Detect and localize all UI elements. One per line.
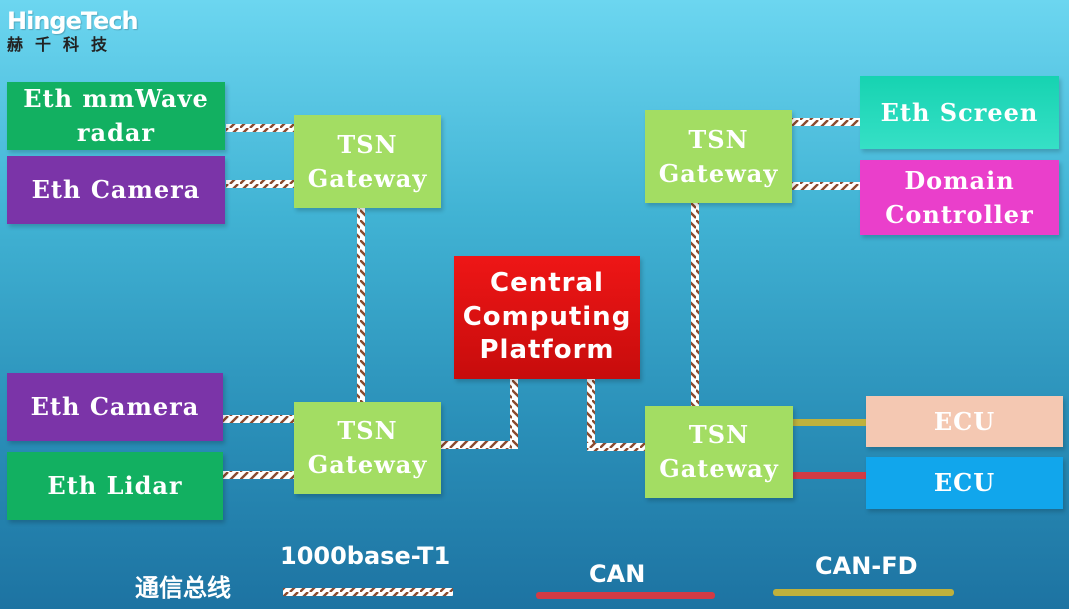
link-camera-tsn xyxy=(226,180,294,188)
node-eth-camera-top: Eth Camera xyxy=(7,156,225,224)
hingetech-logo: HingeTech 赫千科技 xyxy=(7,6,139,54)
link-tsn-domain xyxy=(792,182,860,190)
node-ecu-bottom: ECU xyxy=(866,457,1063,509)
logo-name: HingeTech xyxy=(7,7,139,35)
link-radar-tsn xyxy=(226,124,294,132)
legend-label-can-fd: CAN-FD xyxy=(815,552,918,580)
node-eth-mmwave-radar: Eth mmWave radar xyxy=(7,82,225,150)
link-tsn-central-v xyxy=(510,379,518,449)
link-tsn-screen xyxy=(792,118,860,126)
link-lidar-tsn xyxy=(223,471,294,479)
node-central-computing-platform: Central Computing Platform xyxy=(454,256,640,379)
legend-line-canfd xyxy=(773,589,954,596)
link-can-ecu xyxy=(793,472,866,479)
node-ecu-top: ECU xyxy=(866,396,1063,447)
link-camera2-tsn xyxy=(223,415,294,423)
node-domain-controller: Domain Controller xyxy=(860,160,1059,235)
node-eth-lidar: Eth Lidar xyxy=(7,452,223,520)
link-canfd-ecu xyxy=(793,419,866,426)
node-tsn-gateway-bottom-left: TSN Gateway xyxy=(294,402,441,494)
link-tsn-left-vertical xyxy=(357,208,365,402)
node-eth-camera-bottom: Eth Camera xyxy=(7,373,223,441)
link-tsn-right-vertical xyxy=(691,203,699,406)
link-tsn-central-h xyxy=(441,441,518,449)
legend-line-1000base xyxy=(283,588,453,596)
link-central-tsn-h xyxy=(587,443,645,451)
link-central-tsn-v xyxy=(587,379,595,451)
legend-label-can: CAN xyxy=(589,560,646,588)
legend-label-1000base-t1: 1000base-T1 xyxy=(280,542,451,570)
legend-title: 通信总线 xyxy=(135,574,231,602)
legend-line-can xyxy=(536,592,715,599)
logo-chinese: 赫千科技 xyxy=(7,35,120,54)
node-tsn-gateway-top-right: TSN Gateway xyxy=(645,110,792,203)
node-tsn-gateway-bottom-right: TSN Gateway xyxy=(645,406,793,498)
node-tsn-gateway-top-left: TSN Gateway xyxy=(294,115,441,208)
node-eth-screen: Eth Screen xyxy=(860,76,1059,149)
